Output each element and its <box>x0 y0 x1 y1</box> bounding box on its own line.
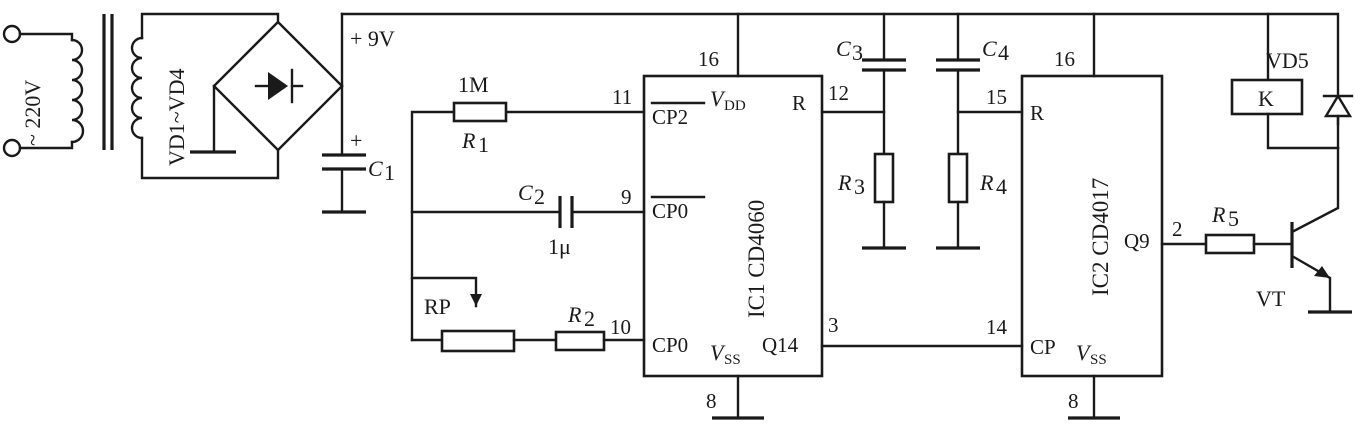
svg-text:4: 4 <box>998 40 1009 65</box>
ic2-cp-label: CP <box>1030 335 1056 359</box>
ic1-r-label: R <box>792 91 806 115</box>
ic2-body <box>1020 74 1164 378</box>
svg-text:3: 3 <box>828 313 839 337</box>
ic2-r-label: R <box>1030 101 1044 125</box>
ic1-cp0bar-label: CP0 <box>652 199 688 223</box>
svg-text:10: 10 <box>610 315 631 339</box>
reset-network: C 3 R 3 C 4 R 4 <box>820 12 1024 250</box>
svg-text:V: V <box>710 86 726 111</box>
mains-terminal-bottom[interactable] <box>2 138 22 158</box>
ic2-cd4017: IC2 CD4017 16 15 14 2 8 R CP Q9 V SS <box>986 12 1183 420</box>
svg-text:C: C <box>368 156 383 181</box>
svg-text:5: 5 <box>1228 206 1239 231</box>
mains-terminal-top[interactable] <box>2 24 22 44</box>
resistor-r1 <box>452 101 508 123</box>
svg-text:1μ: 1μ <box>548 234 571 259</box>
svg-text:V: V <box>1076 340 1092 365</box>
ic1-name: IC1 CD4060 <box>744 200 769 318</box>
svg-text:DD: DD <box>724 98 746 114</box>
svg-text:8: 8 <box>706 389 717 413</box>
svg-text:1: 1 <box>384 160 395 185</box>
svg-text:16: 16 <box>698 47 719 71</box>
svg-text:R: R <box>837 170 852 195</box>
svg-text:V: V <box>710 340 726 365</box>
ic1-body <box>642 74 824 378</box>
svg-text:8: 8 <box>1068 389 1079 413</box>
relay-k <box>1230 78 1304 116</box>
ic1-cp2-label: CP2 <box>652 105 688 129</box>
rp-label: RP <box>424 294 451 319</box>
supply-rail <box>340 12 1340 126</box>
mains-input: ~ 220V <box>2 24 74 158</box>
svg-text:C: C <box>518 180 533 205</box>
svg-text:2: 2 <box>534 184 545 209</box>
svg-text:3: 3 <box>852 40 863 65</box>
oscillator-network: 1M R 1 C 2 1μ RP R 2 <box>410 72 646 353</box>
svg-text:16: 16 <box>1054 47 1075 71</box>
svg-text:+: + <box>350 128 362 153</box>
svg-text:R: R <box>979 170 994 195</box>
svg-text:R: R <box>567 302 582 327</box>
ic2-name: IC2 CD4017 <box>1088 178 1113 296</box>
resistor-r5 <box>1204 233 1256 255</box>
svg-text:15: 15 <box>986 85 1007 109</box>
output-stage: R 5 VT K VD5 <box>1160 12 1354 314</box>
svg-text:12: 12 <box>828 81 849 105</box>
svg-text:SS: SS <box>724 352 741 368</box>
svg-text:1: 1 <box>478 132 489 157</box>
supply-voltage-label: + 9V <box>350 26 395 51</box>
ic1-cp0-label: CP0 <box>652 333 688 357</box>
resistor-r4 <box>947 152 969 204</box>
svg-text:4: 4 <box>996 174 1007 199</box>
svg-text:11: 11 <box>612 85 632 109</box>
resistor-r2 <box>554 330 606 352</box>
svg-text:3: 3 <box>854 174 865 199</box>
rectifier-label: VD1~VD4 <box>164 69 189 166</box>
ic2-q9-label: Q9 <box>1124 229 1150 253</box>
svg-text:1M: 1M <box>458 72 489 97</box>
svg-text:9: 9 <box>621 185 632 209</box>
svg-text:R: R <box>461 128 476 153</box>
vd5-label: VD5 <box>1266 48 1309 73</box>
svg-text:14: 14 <box>986 315 1008 339</box>
svg-text:C: C <box>982 36 997 61</box>
mains-voltage-label: ~ 220V <box>20 80 45 146</box>
vt-label: VT <box>1256 286 1286 311</box>
bridge-rectifier <box>190 12 344 154</box>
resistor-r3 <box>873 152 895 204</box>
svg-text:2: 2 <box>584 306 595 331</box>
svg-text:2: 2 <box>1172 217 1183 241</box>
svg-text:C: C <box>836 36 851 61</box>
capacitor-c1: + C 1 <box>322 84 395 214</box>
ic1-q14-label: Q14 <box>762 333 799 357</box>
relay-label: K <box>1258 86 1274 111</box>
potentiometer-rp[interactable] <box>440 329 516 353</box>
ic1-cd4060: IC1 CD4060 16 11 9 10 12 3 8 CP2 CP0 CP0… <box>610 12 849 420</box>
diode-vd5 <box>1323 93 1353 118</box>
svg-text:R: R <box>1211 202 1226 227</box>
svg-text:SS: SS <box>1090 352 1107 368</box>
transformer <box>70 12 280 180</box>
